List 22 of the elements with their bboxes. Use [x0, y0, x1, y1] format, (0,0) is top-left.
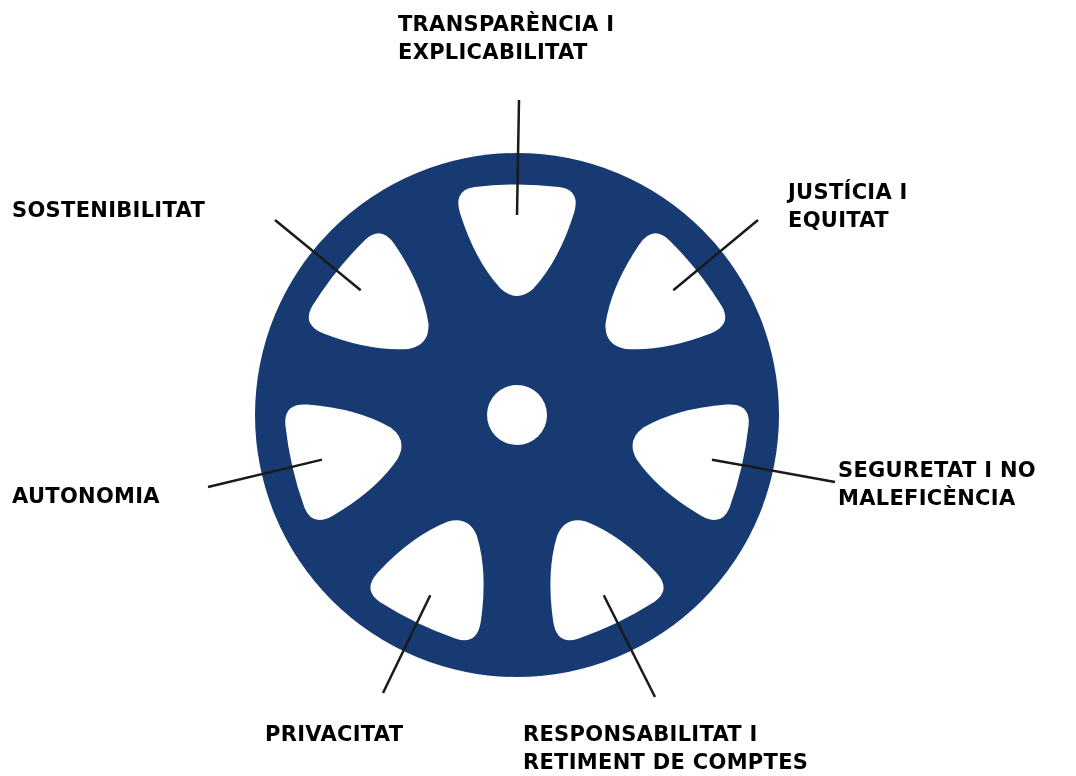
wheel-hole: [458, 184, 576, 296]
leader-line: [515, 99, 521, 216]
leader-line: [672, 219, 759, 292]
wheel-hole: [550, 520, 664, 641]
principle-label: JUSTÍCIA I EQUITAT: [788, 178, 988, 234]
wheel-hole: [605, 233, 726, 350]
wheel-hole: [285, 404, 402, 520]
principle-label: AUTONOMIA: [12, 482, 212, 510]
leader-line: [602, 594, 657, 698]
leader-line: [207, 458, 323, 489]
principle-label: SOSTENIBILITAT: [12, 196, 252, 224]
principle-label: PRIVACITAT: [265, 720, 465, 748]
leader-line: [381, 594, 432, 694]
principle-label: RESPONSABILITAT I RETIMENT DE COMPTES: [523, 720, 883, 776]
principle-label: TRANSPARÈNCIA I EXPLICABILITAT: [398, 10, 688, 66]
principle-label: SEGURETAT I NO MALEFICÈNCIA: [838, 456, 1068, 512]
wheel-hole: [370, 520, 484, 641]
leader-line: [274, 219, 362, 292]
wheel-hole: [632, 404, 749, 520]
leader-line: [711, 458, 836, 484]
wheel-hole: [308, 233, 429, 350]
wheel-drawing: [255, 153, 779, 677]
